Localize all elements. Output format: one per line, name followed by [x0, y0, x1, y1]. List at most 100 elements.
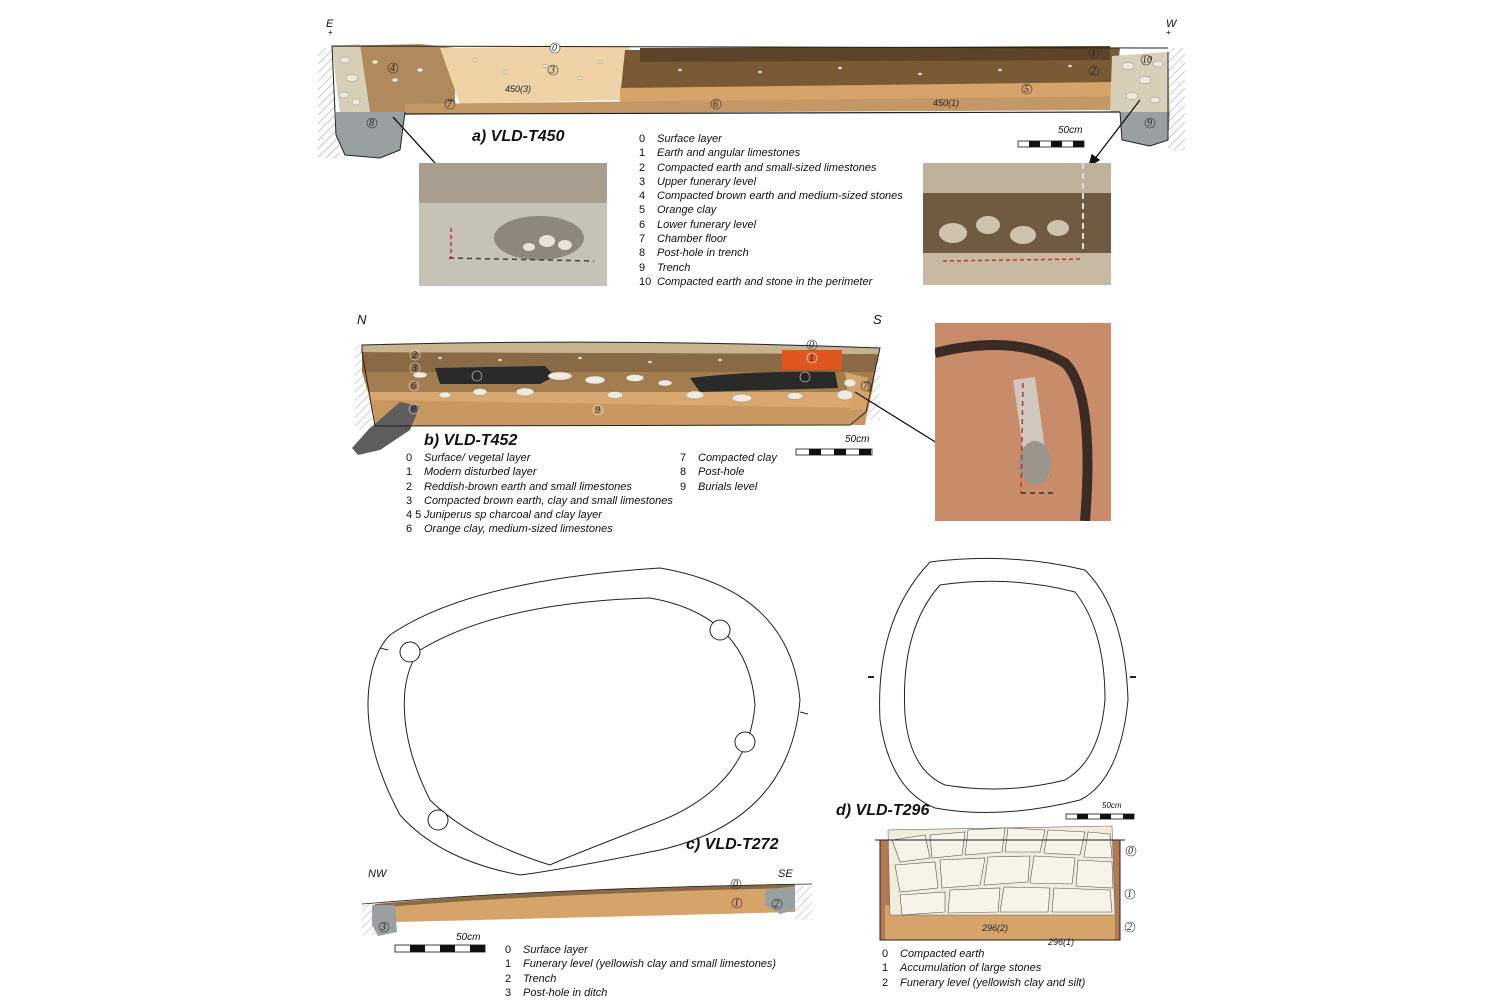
svg-text:1: 1 [809, 353, 814, 364]
posthole-c2 [709, 619, 731, 641]
svg-text:6: 6 [713, 99, 718, 110]
svg-text:7: 7 [863, 381, 869, 392]
orient-n: N [357, 312, 367, 327]
layer-numbers-t272: 0 1 2 3 [378, 878, 783, 933]
plan-t296-inner [903, 580, 1106, 790]
scale-label-t452: 50cm [845, 434, 870, 445]
title-t272: c) VLD-T272 [686, 836, 779, 853]
posthole-c4 [427, 809, 449, 831]
orient-w: W [1166, 18, 1177, 30]
orient-se: SE [778, 868, 793, 880]
svg-text:0: 0 [1128, 846, 1133, 857]
svg-text:5: 5 [1024, 84, 1029, 95]
layer-0-surface [362, 342, 880, 354]
svg-text:3: 3 [380, 922, 386, 933]
svg-text:0: 0 [552, 43, 557, 54]
layer-numbers-t452: 0 1 2 3 4 5 6 7 8 9 [408, 339, 872, 416]
scale-label-t296: 50cm [1102, 801, 1122, 810]
unit-label-296-1: 296(1) [1047, 937, 1074, 947]
svg-text:4: 4 [474, 371, 479, 382]
layer-3-posthole-c [372, 905, 397, 936]
layer-9-trench [1120, 112, 1170, 146]
svg-text:8: 8 [369, 118, 374, 129]
svg-text:1: 1 [1127, 889, 1132, 900]
scale-label-t272: 50cm [456, 932, 481, 943]
title-t296: d) VLD-T296 [836, 802, 930, 819]
svg-text:8: 8 [411, 404, 416, 415]
stones-t296 [891, 827, 1114, 916]
svg-text:5: 5 [802, 372, 807, 383]
posthole-c3 [734, 731, 756, 753]
plan-t296-outer [879, 557, 1129, 813]
svg-text:9: 9 [595, 405, 600, 416]
svg-text:1: 1 [1091, 48, 1096, 59]
stones-t452 [412, 356, 857, 403]
layer-5-charcoal [690, 371, 838, 392]
unit-label-296-2: 296(2) [981, 923, 1008, 933]
cross-e: + [328, 28, 333, 37]
layer-3-upper-funerary [440, 46, 630, 104]
layer-8-posthole [336, 112, 405, 158]
svg-text:10: 10 [1142, 55, 1152, 66]
section-t452: 0 1 2 3 4 5 6 7 8 9 [352, 339, 952, 456]
section-outline-d [875, 839, 1125, 941]
section-t296: 0 1 2 296(2) 296(1) [875, 813, 1137, 947]
section-t272: 0 1 2 3 [361, 878, 813, 953]
unit-label-450-3: 450(3) [505, 84, 531, 94]
scale-bar-t450 [1017, 140, 1085, 148]
photo-t452 [935, 323, 1111, 521]
ground-hatch-c-left [362, 902, 375, 935]
section-outline-b [361, 341, 881, 427]
svg-text:0: 0 [733, 879, 738, 890]
orient-nw: NW [368, 868, 387, 880]
svg-text:3: 3 [549, 65, 555, 76]
layer-numbers-t450: 0 1 2 3 4 5 6 7 8 9 10 [366, 42, 1156, 129]
ground-hatch-right [1168, 48, 1185, 150]
section-t450: 0 1 2 3 4 5 6 7 8 9 10 450(3) 450(1) + + [318, 28, 1185, 192]
cross-w: + [1166, 28, 1171, 37]
layer-8-posthole-b [352, 402, 420, 455]
plan-t272-outer [367, 567, 801, 876]
svg-text:3: 3 [411, 363, 417, 374]
ground-hatch-c-right [795, 886, 812, 920]
photo-t450-left [419, 163, 607, 286]
layer-numbers-t296: 0 1 2 [1124, 845, 1137, 933]
layer-1-modern-disturbed [782, 350, 842, 370]
svg-text:7: 7 [447, 99, 453, 110]
svg-text:1: 1 [734, 898, 739, 909]
svg-text:4: 4 [390, 63, 395, 74]
section-outline-c [361, 883, 813, 905]
layer-1-funerary-c [375, 886, 795, 922]
scale-bar-t272 [394, 944, 486, 953]
layer-6-lower-funerary [405, 96, 1120, 114]
